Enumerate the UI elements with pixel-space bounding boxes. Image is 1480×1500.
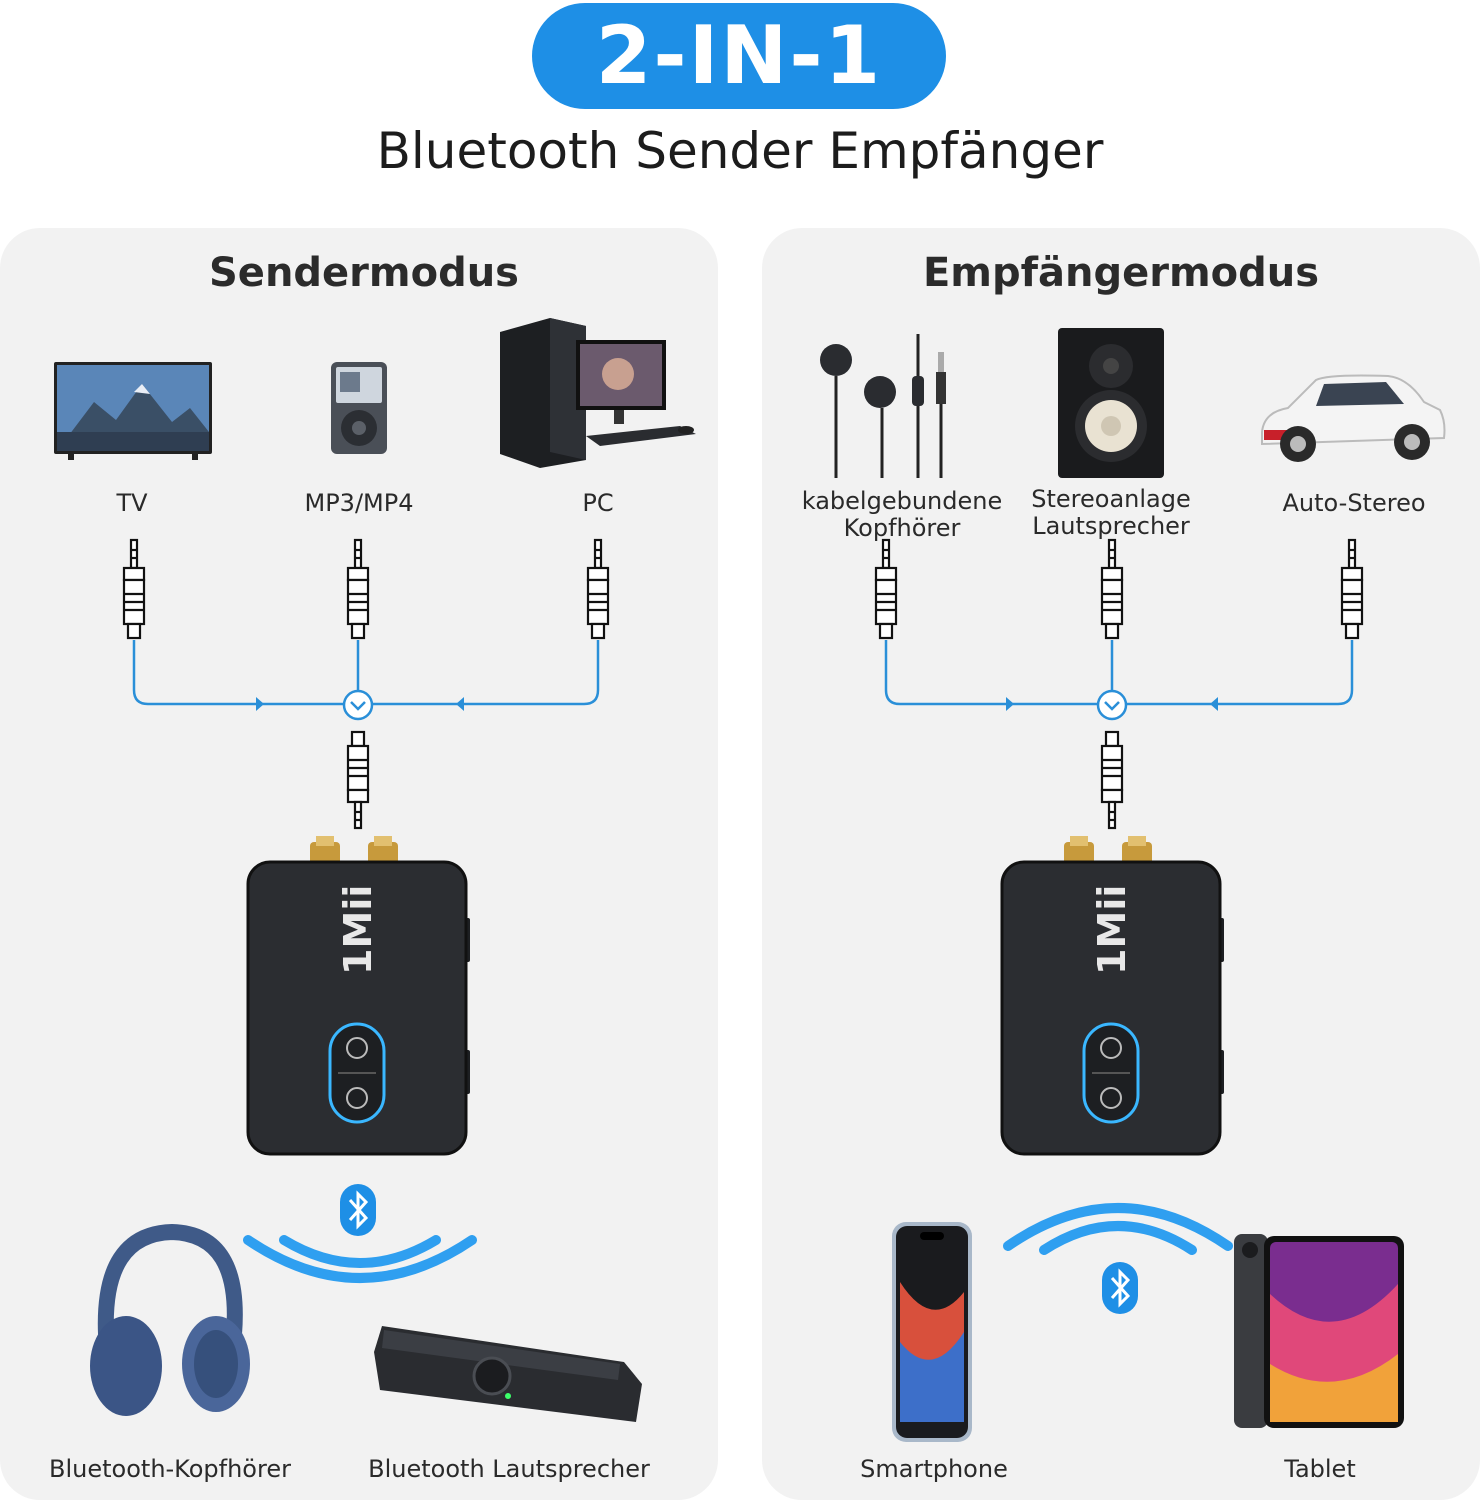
source-label-tablet: Tablet (1284, 1455, 1356, 1483)
device-brand-logo: 1Mii (336, 884, 380, 975)
headphones-icon (90, 1223, 250, 1416)
bluetooth-icon (1102, 1262, 1138, 1314)
output-label-earphones-line1: kabelgebundene (801, 487, 1003, 515)
tablet-icon (1234, 1234, 1404, 1428)
smartphone-icon (892, 1222, 972, 1442)
output-label-car: Auto-Stereo (1282, 489, 1426, 517)
jack-plug-icon (1100, 538, 1124, 640)
jack-plug-icon (122, 538, 146, 640)
jack-plug-icon (874, 538, 898, 640)
car-icon (1261, 374, 1446, 462)
jack-plug-icon (1340, 538, 1364, 640)
mp3-player-icon (331, 362, 387, 454)
pc-icon (500, 318, 696, 468)
wireless-waves-icon (243, 1235, 477, 1283)
bluetooth-icon (340, 1184, 376, 1236)
output-label-speaker: Stereoanlage Lautsprecher (1010, 486, 1212, 540)
output-label-headphones: Bluetooth-Kopfhörer (49, 1455, 291, 1483)
wireless-waves-icon (1003, 1203, 1233, 1255)
source-label-tv: TV (116, 489, 148, 517)
output-label-speaker-line1: Stereoanlage (1031, 485, 1191, 513)
source-label-mp3: MP3/MP4 (304, 489, 414, 517)
source-label-smartphone: Smartphone (860, 1455, 1008, 1483)
jack-plug-icon (586, 538, 610, 640)
source-label-pc: PC (582, 489, 614, 517)
page-subtitle: Bluetooth Sender Empfänger (376, 122, 1104, 180)
bluetooth-device-sender (246, 836, 470, 1156)
receiver-connection-lines (884, 640, 1354, 721)
jack-plug-icon (346, 730, 370, 830)
badge-2-in-1: 2-IN-1 (532, 3, 946, 109)
earphones-icon (820, 334, 946, 478)
speaker-icon (1058, 328, 1164, 478)
soundbar-icon (374, 1326, 642, 1422)
tv-icon (54, 362, 212, 460)
output-label-earphones-line2: Kopfhörer (843, 514, 961, 542)
device-brand-logo: 1Mii (1090, 884, 1134, 975)
sender-title: Sendermodus (209, 250, 519, 296)
jack-plug-icon (346, 538, 370, 640)
output-label-earphones: kabelgebundene Kopfhörer (792, 488, 1012, 542)
bluetooth-device-receiver (1000, 836, 1224, 1156)
sender-connection-lines (132, 640, 600, 721)
jack-plug-icon (1100, 730, 1124, 830)
output-label-soundbar: Bluetooth Lautsprecher (368, 1455, 650, 1483)
receiver-title: Empfängermodus (922, 250, 1320, 296)
output-label-speaker-line2: Lautsprecher (1032, 512, 1190, 540)
